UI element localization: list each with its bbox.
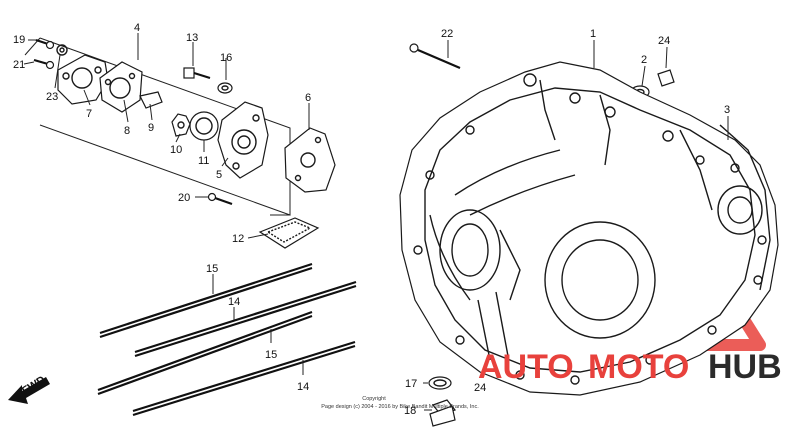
part-18-drain-bolt: [429, 399, 456, 427]
callout-15-lower: 15: [265, 349, 277, 361]
part-19-bolt: [35, 38, 55, 50]
part-6-pump-plate: [284, 127, 336, 193]
callout-21: 21: [13, 59, 25, 71]
part-22-bolt: [409, 43, 461, 70]
callout-labels: 1 2 3 4 5 6 7 8 9 10 11 12 13 14 14 15 1…: [13, 22, 730, 417]
callout-17: 17: [405, 378, 417, 390]
part-21-bolt: [33, 58, 55, 70]
callout-19: 19: [13, 34, 25, 46]
part-15-stud-lower: [97, 310, 313, 396]
callout-1: 1: [590, 28, 596, 40]
part-7-pump-cover: [57, 54, 109, 105]
callout-11: 11: [198, 155, 209, 167]
callout-18: 18: [404, 405, 416, 417]
part-5-pump-body: [217, 101, 269, 179]
part-11-outer-rotor: [189, 111, 219, 141]
callout-6: 6: [305, 92, 311, 104]
part-10-inner-rotor: [171, 113, 191, 137]
part-20-bolt: [207, 192, 233, 206]
part-24-dowel-top: [657, 69, 675, 87]
callout-3: 3: [724, 104, 730, 116]
part-3-gasket: [719, 124, 771, 291]
callout-5: 5: [216, 169, 222, 181]
callout-2: 2: [641, 54, 647, 66]
callout-14-upper: 14: [228, 296, 240, 308]
watermark-moto: MOTO: [588, 348, 689, 386]
leader-lines: [23, 33, 729, 411]
part-9-shaft: [139, 91, 163, 109]
callout-20: 20: [178, 192, 190, 204]
fwd-label: FWD: [20, 374, 48, 397]
part-23-washer: [56, 44, 68, 56]
watermark-auto: AUTO: [478, 348, 574, 386]
callout-9: 9: [148, 122, 154, 134]
callout-16: 16: [220, 52, 232, 64]
part-14-stud-lower: [132, 340, 356, 417]
callout-24-bottom: 24: [474, 382, 486, 394]
part-15-stud-upper: [99, 262, 313, 339]
part-8-gasket: [99, 61, 143, 113]
callout-24-top: 24: [658, 35, 670, 47]
callout-23: 23: [46, 91, 58, 103]
callout-12: 12: [232, 233, 244, 245]
part-17-o-ring: [428, 376, 452, 390]
callout-22: 22: [441, 28, 453, 40]
callout-8: 8: [124, 125, 130, 137]
copyright-title: Copyright: [362, 396, 386, 402]
callout-10: 10: [170, 144, 182, 156]
part-12-oil-strainer: [258, 217, 320, 249]
callout-14-lower: 14: [297, 381, 309, 393]
part-14-stud-upper: [134, 280, 357, 358]
copyright-text: Page design (c) 2004 - 2016 by Bike Band…: [321, 404, 479, 410]
callout-13: 13: [186, 32, 198, 44]
fwd-arrow: [8, 377, 50, 404]
callout-15-upper: 15: [206, 263, 218, 275]
part-1-crankcase: [399, 61, 779, 396]
part-16-washer: [217, 82, 233, 94]
callout-4: 4: [134, 22, 140, 34]
part-13-bolt: [183, 67, 211, 80]
callout-7: 7: [86, 108, 92, 120]
watermark-hub: HUB: [708, 348, 782, 386]
watermark-text: AUTO MOTO HUB: [478, 348, 782, 386]
